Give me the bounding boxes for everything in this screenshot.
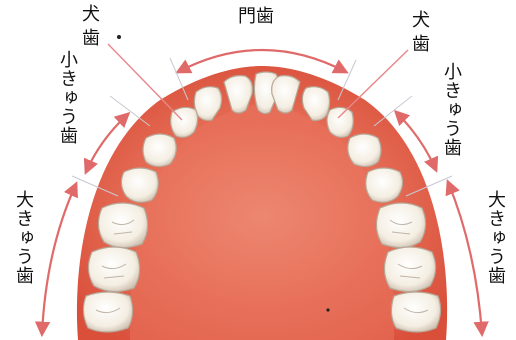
canine-label-left-1: 犬 [82,4,100,26]
incisor-label: 門歯 [238,6,274,28]
molar-range-arrow-left [42,184,76,334]
molar-label-left: 大きゅう歯 [12,190,34,320]
canine-pointer-left [108,44,182,120]
molar-range-arrow-right [448,182,482,334]
premolar-label-left: 小きゅう歯 [56,50,78,180]
molar-label-right: 大きゅう歯 [484,190,506,320]
molar-tooth [376,203,425,248]
canine-label-right-1: 犬 [412,10,430,32]
premolar-tooth [143,134,176,167]
premolar-tooth [121,168,158,202]
molar-tooth [384,247,435,292]
premolar-tooth [366,168,403,202]
molar-tooth [88,247,139,292]
canine-label-left-2: 歯 [82,28,100,50]
canine-tooth [327,107,353,137]
premolar-tooth [348,134,381,167]
premolar-label-right: 小きゅう歯 [440,62,462,192]
molar-tooth [98,203,147,248]
canine-label-right-2: 歯 [412,34,430,56]
